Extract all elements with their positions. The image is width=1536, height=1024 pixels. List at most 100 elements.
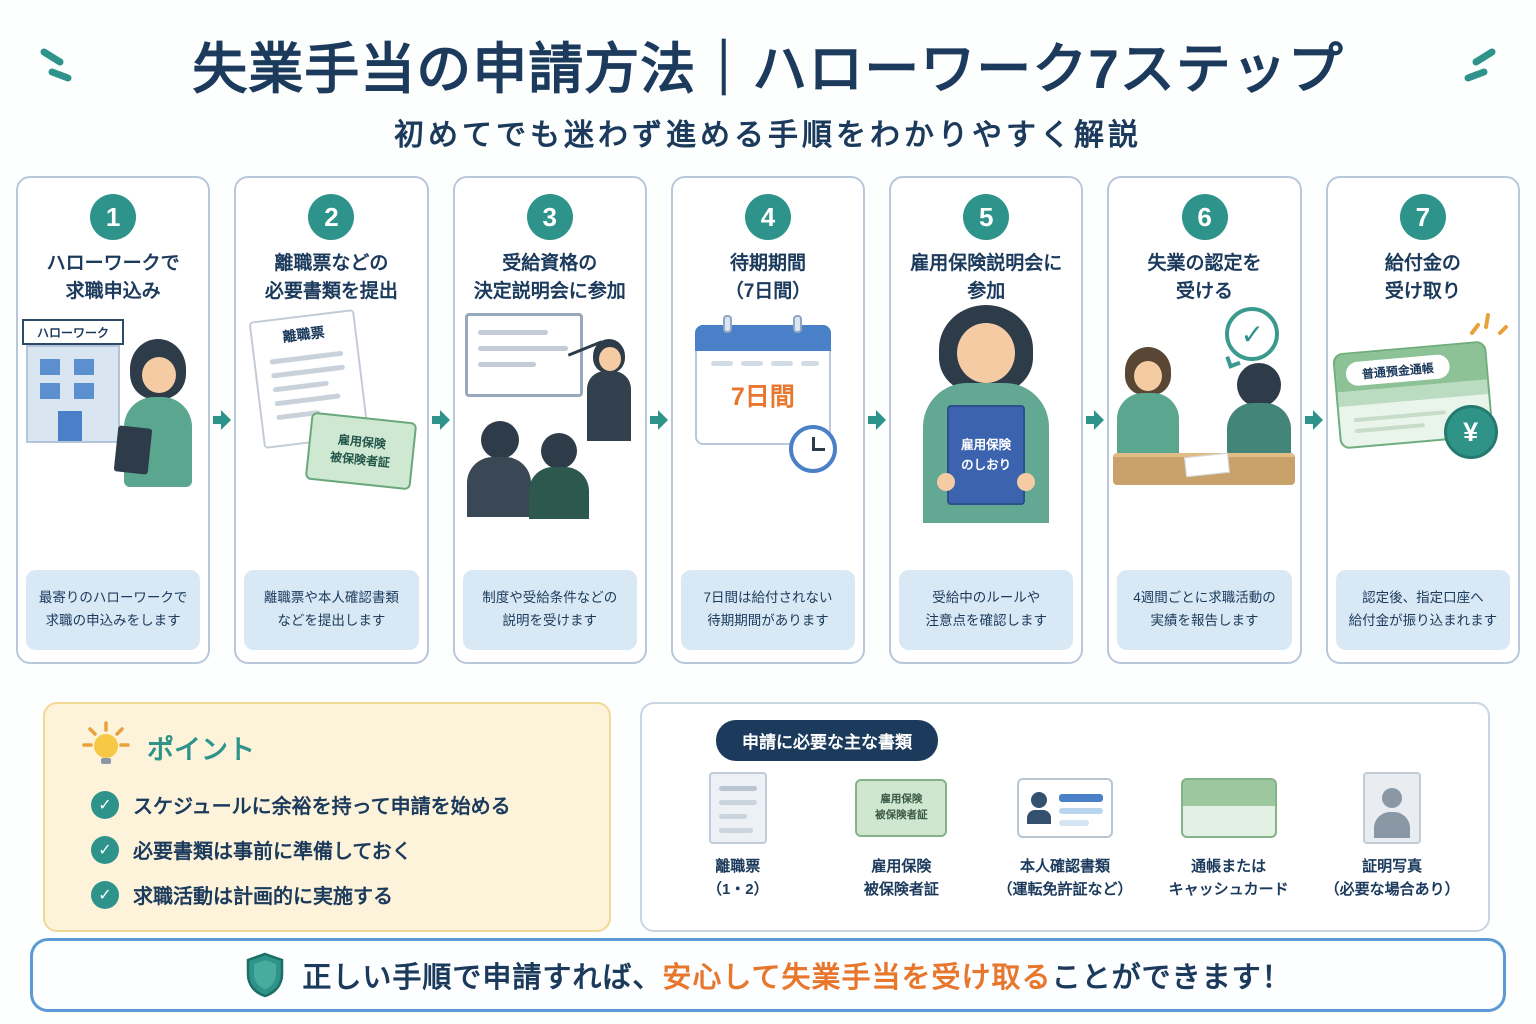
point-item: ✓ スケジュールに余裕を持って申請を始める: [91, 790, 511, 819]
document-label: 雇用保険 被保険者証: [863, 858, 939, 898]
footer-text-highlight: 安心して失業手当を受け取る: [662, 962, 1052, 994]
title-accent-right-icon: [1464, 48, 1496, 82]
text-line: [269, 350, 344, 365]
documents-panel: 申請に必要な主な書類 離職票 （1・2） 雇用保険 被保険者証 雇用保険: [640, 702, 1490, 932]
step-number: 6: [1181, 194, 1228, 240]
arrow-icon: [210, 176, 234, 664]
points-panel: ポイント ✓ スケジュールに余裕を持って申請を始める ✓ 必要書類は事前に準備し…: [43, 702, 611, 932]
points-title: ポイント: [147, 734, 255, 765]
text-line: [477, 346, 568, 352]
clock-hand: [811, 437, 815, 452]
audience-head: [540, 433, 577, 470]
text-line: [273, 380, 330, 393]
arrow-icon: [865, 176, 889, 664]
arrow-icon: [1083, 176, 1107, 664]
step-card-7: 7 給付金の 受け取り 普通預金通帳 ¥ 認定後、指定口座へ 給付金が振り込まれ…: [1325, 176, 1520, 664]
guidebook: 雇用保険 のしおり: [947, 405, 1026, 506]
point-item: ✓ 必要書類は事前に準備しておく: [91, 835, 412, 864]
audience-body: [528, 467, 589, 520]
footer-text-post: ことができます！: [1051, 962, 1292, 994]
id-card-icon: [1016, 778, 1113, 838]
paper-icon: [708, 772, 767, 844]
document-item-shomei-shashin: 証明写真 （必要な場合あり）: [1310, 766, 1474, 901]
steps-row: 1 ハローワークで 求職申込み ハローワーク 最寄りのハローワークで 求職の申込…: [16, 176, 1520, 664]
step-6-illustration: ✓: [1109, 305, 1299, 570]
check-icon: ✓: [91, 790, 119, 819]
clock-hand: [811, 448, 825, 452]
passbook-label: 普通預金通帳: [1344, 353, 1451, 387]
step-title: 受給資格の 決定説明会に参加: [473, 253, 626, 302]
calendar-ring: [792, 315, 802, 334]
document-label: 通帳または キャッシュカード: [1168, 858, 1289, 898]
step-card-6: 6 失業の認定を 受ける ✓ 4週間ごとに求職活動の 実績を報告します: [1107, 176, 1302, 664]
building-door: [58, 411, 82, 442]
photo-body: [1374, 812, 1411, 838]
id-photo-head: [1030, 792, 1047, 808]
step-number: 7: [1399, 194, 1446, 240]
calendar-grid-line: [770, 361, 793, 367]
text-line: [271, 364, 346, 379]
staff-body: [1227, 403, 1292, 460]
id-line: [1058, 808, 1103, 814]
calendar-ring: [722, 315, 732, 334]
building-window: [40, 359, 60, 376]
photo-head: [1382, 788, 1403, 808]
calendar-grid-line: [740, 361, 763, 367]
step-description: 認定後、指定口座へ 給付金が振り込まれます: [1335, 570, 1510, 650]
documents-row: 離職票 （1・2） 雇用保険 被保険者証 雇用保険 被保険者証: [656, 766, 1474, 901]
step-card-2: 2 離職票などの 必要書類を提出 離職票 雇用保険 被保険者証 離職票や本人確認…: [234, 176, 429, 664]
step-title: 待期期間 （7日間）: [724, 253, 812, 302]
bank-card-icon: [1180, 778, 1277, 838]
step-title: 給付金の 受け取り: [1384, 253, 1461, 302]
calendar-header: [694, 325, 831, 352]
check-icon: ✓: [91, 835, 119, 864]
building-sign: ハローワーク: [22, 319, 124, 346]
step-number: 2: [308, 194, 355, 240]
calendar-label: 7日間: [730, 383, 795, 412]
step-description: 制度や受給条件などの 説明を受けます: [462, 570, 637, 650]
sparkle-icon: [1469, 313, 1508, 336]
calendar-grid-line: [800, 361, 819, 367]
person-face: [1134, 361, 1163, 392]
step-number: 1: [90, 194, 137, 240]
text-line: [718, 800, 757, 805]
step-5-illustration: 雇用保険 のしおり: [891, 305, 1081, 570]
document-item-hihokenshasho: 雇用保険 被保険者証 雇用保険 被保険者証: [820, 766, 984, 901]
step-description: 4週間ごとに求職活動の 実績を報告します: [1117, 570, 1292, 650]
step-title: 失業の認定を 受ける: [1147, 253, 1262, 302]
arrow-icon: [429, 176, 453, 664]
text-line: [718, 828, 753, 833]
insurance-card: 雇用保険 被保険者証: [305, 411, 418, 491]
yen-coin-icon: ¥: [1443, 405, 1498, 460]
document-item-tsucho: 通帳または キャッシュカード: [1147, 766, 1311, 901]
page-title: 失業手当の申請方法｜ハローワーク7ステップ: [192, 38, 1344, 100]
step-title: 離職票などの 必要書類を提出: [264, 253, 398, 302]
person-body: [1117, 393, 1180, 456]
id-line: [1058, 820, 1089, 826]
point-item: ✓ 求職活動は計画的に実施する: [91, 880, 393, 909]
document-item-rishokuhyo: 離職票 （1・2）: [656, 766, 820, 901]
step-card-5: 5 雇用保険説明会に 参加 雇用保険 のしおり 受給中のルールや 注意点を確認し…: [889, 176, 1084, 664]
insurance-card-icon: 雇用保険 被保険者証: [855, 779, 948, 837]
point-text: 求職活動は計画的に実施する: [133, 886, 393, 908]
passbook-line: [1354, 423, 1425, 434]
shield-icon: [247, 952, 284, 998]
document-title: 離職票: [281, 323, 326, 345]
document-label: 本人確認書類 （運転免許証など）: [997, 858, 1133, 898]
step-card-3: 3 受給資格の 決定説明会に参加 制度や受給条件などの 説明を受けます: [452, 176, 647, 664]
audience-head: [480, 421, 519, 460]
person-face: [142, 357, 176, 394]
check-bubble-icon: ✓: [1225, 307, 1280, 362]
step-description: 離職票や本人確認書類 などを提出します: [244, 570, 419, 650]
page-subtitle: 初めてでも迷わず進める手順をわかりやすく解説: [394, 119, 1142, 152]
text-line: [274, 393, 341, 407]
lightbulb-icon: [82, 721, 130, 764]
step-number: 4: [744, 194, 791, 240]
step-description: 7日間は給付されない 待期期間があります: [680, 570, 856, 650]
staff-hair: [1237, 363, 1282, 408]
documents-badge: 申請に必要な主な書類: [716, 720, 938, 761]
step-3-illustration: [455, 305, 645, 570]
footer-banner: 正しい手順で申請すれば、安心して失業手当を受け取ることができます！: [30, 938, 1506, 1012]
title-accent-left-icon: [40, 48, 72, 82]
